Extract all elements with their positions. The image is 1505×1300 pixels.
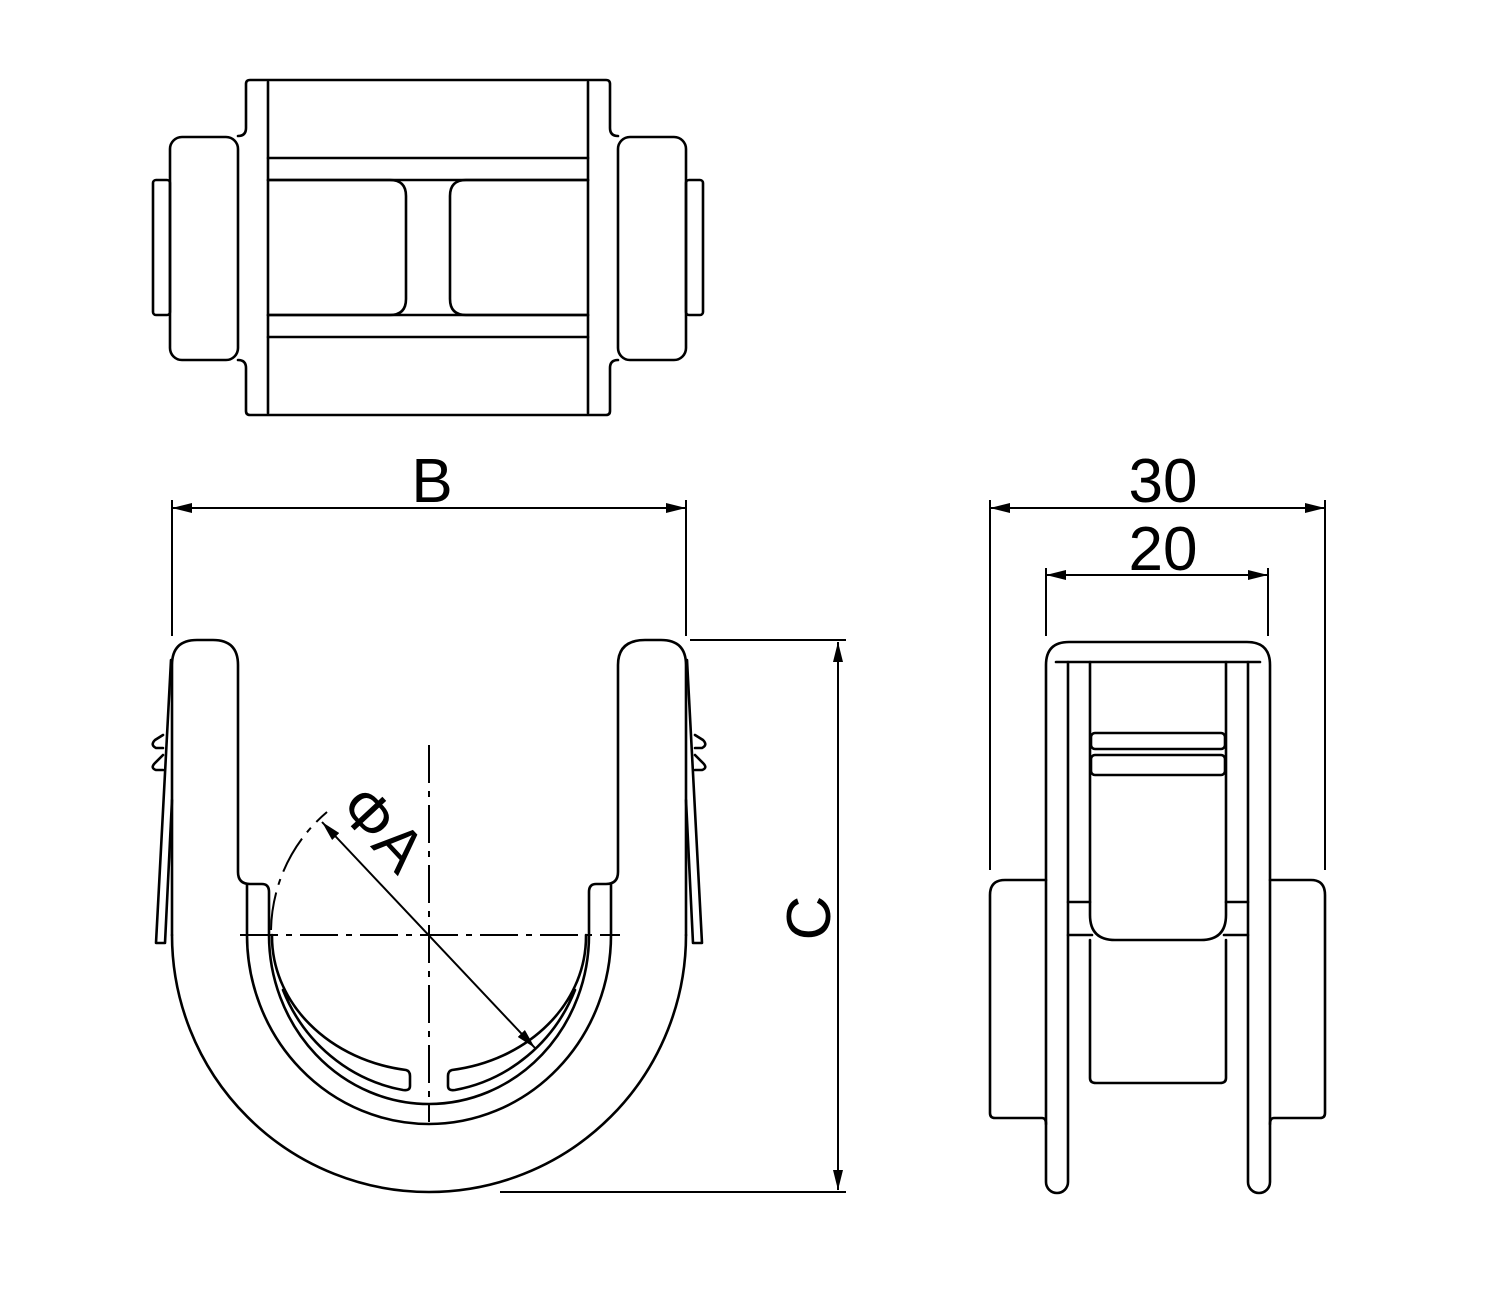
diameter-dimension-line: [321, 821, 536, 1049]
height-label: C: [775, 896, 844, 941]
diameter-label: ΦA: [326, 772, 439, 886]
side-view: 30 20: [988, 447, 1327, 1195]
top-view: [151, 78, 705, 417]
front-view: ΦA B C: [151, 447, 846, 1194]
inner-width-label: 20: [1129, 515, 1198, 584]
outer-width-label: 30: [1129, 447, 1198, 516]
width-label: B: [411, 447, 452, 516]
